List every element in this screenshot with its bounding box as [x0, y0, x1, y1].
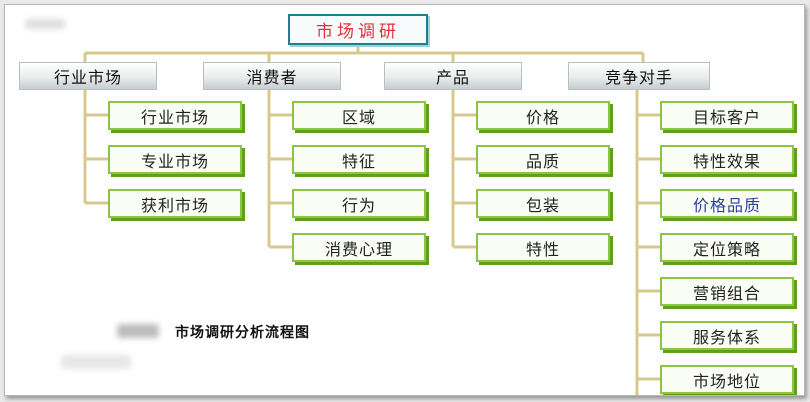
blurred-watermark [25, 19, 65, 29]
diagram-canvas: 市场调研 行业市场 消费者 产品 竞争对手 行业市场 专业市场 获利市场 区域 … [4, 4, 805, 396]
leaf-node: 服务体系 [660, 321, 794, 350]
leaf-node: 行业市场 [108, 101, 242, 130]
leaf-node: 特性效果 [660, 145, 794, 174]
leaf-node: 专业市场 [108, 145, 242, 174]
leaf-node: 定位策略 [660, 233, 794, 262]
leaf-node: 市场地位 [660, 365, 794, 394]
root-node: 市场调研 [288, 14, 428, 45]
leaf-node: 区域 [292, 101, 426, 130]
blurred-watermark [61, 355, 131, 369]
leaf-node: 包装 [476, 189, 610, 218]
leaf-node: 目标客户 [660, 101, 794, 130]
category-product: 产品 [384, 62, 522, 90]
leaf-node: 营销组合 [660, 277, 794, 306]
leaf-node: 特性 [476, 233, 610, 262]
blurred-logo [117, 324, 159, 338]
connector-lines [83, 45, 660, 395]
leaf-node: 价格品质 [660, 189, 794, 218]
category-industry-market: 行业市场 [19, 62, 157, 90]
leaf-node: 品质 [476, 145, 610, 174]
diagram-caption: 市场调研分析流程图 [175, 325, 310, 341]
leaf-node: 行为 [292, 189, 426, 218]
leaf-node: 获利市场 [108, 189, 242, 218]
leaf-node: 消费心理 [292, 233, 426, 262]
category-consumer: 消费者 [203, 62, 341, 90]
leaf-node: 特征 [292, 145, 426, 174]
leaf-node: 价格 [476, 101, 610, 130]
category-competitor: 竞争对手 [568, 62, 710, 90]
